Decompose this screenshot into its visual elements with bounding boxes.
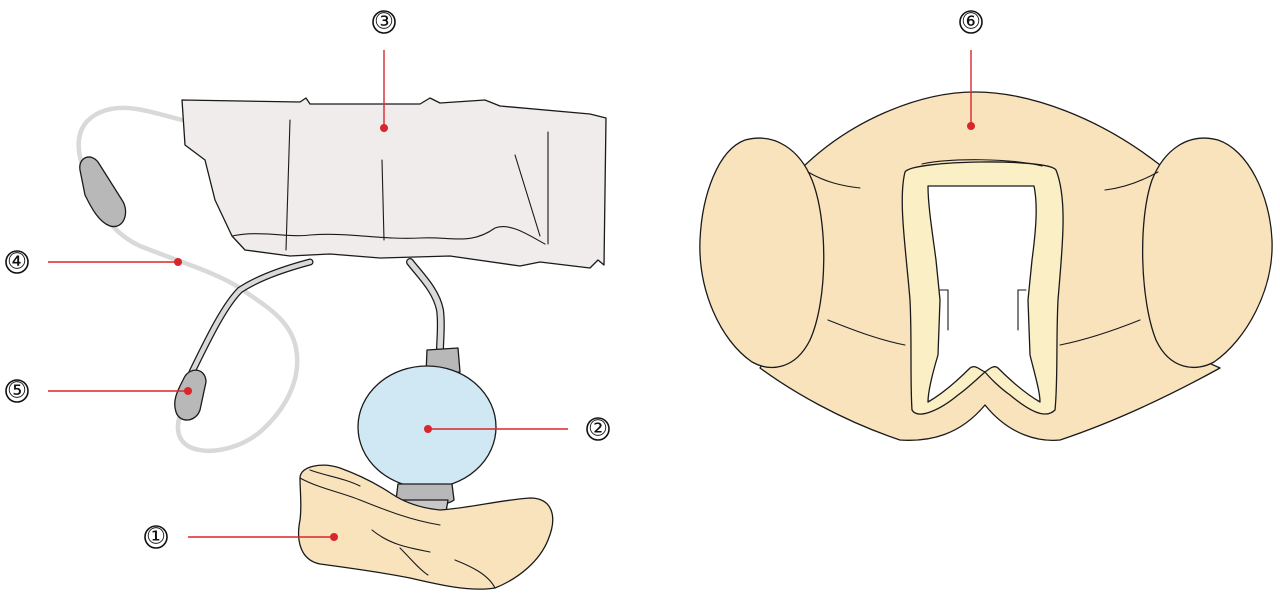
callout-3-label: ③: [374, 10, 394, 35]
device-assembly: [76, 97, 607, 590]
callout-6-label: ⑥: [961, 10, 981, 35]
callout-5-label: ⑤: [7, 379, 27, 404]
tube-clip-upper: [79, 156, 127, 228]
hand: [297, 464, 554, 590]
valve: [174, 369, 207, 421]
pelvic-model: [699, 91, 1273, 441]
callout-1: ①: [144, 525, 338, 550]
callout-2-label: ②: [588, 417, 608, 442]
callout-4-label: ④: [7, 250, 27, 275]
model-opening: [901, 159, 1064, 415]
callout-4: ④: [5, 250, 182, 275]
callout-5: ⑤: [5, 379, 192, 404]
tubing: [76, 105, 445, 454]
callout-2: ②: [424, 417, 610, 442]
callout-3: ③: [372, 10, 396, 132]
callout-6: ⑥: [959, 10, 983, 130]
cuff: [181, 97, 607, 269]
callout-1-label: ①: [146, 525, 166, 550]
